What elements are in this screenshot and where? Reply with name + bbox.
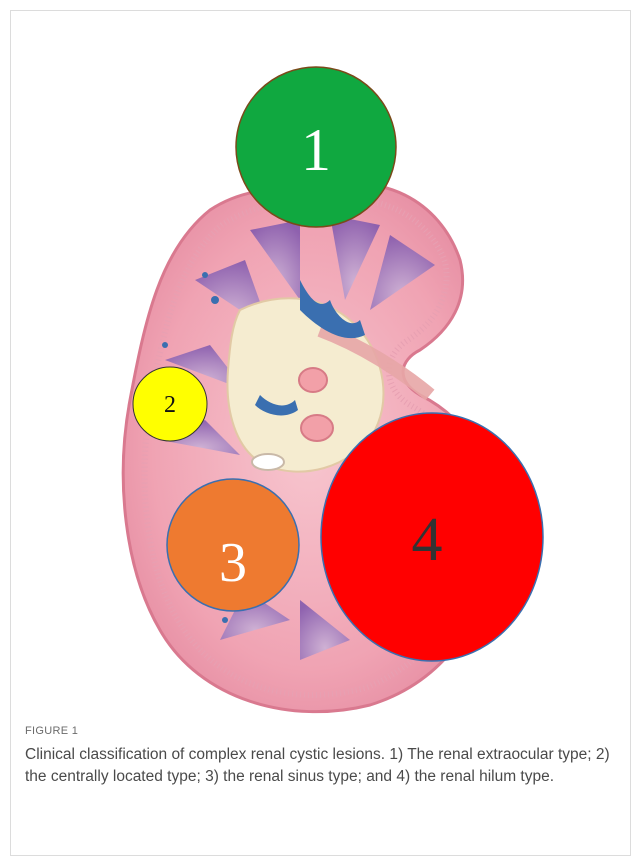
figure-caption: Clinical classification of complex renal… <box>25 744 610 788</box>
cyst-number-4: 4 <box>412 506 443 574</box>
cyst-marker-2: 2 <box>133 367 207 441</box>
cyst-number-1: 1 <box>301 117 331 183</box>
cyst-number-2: 2 <box>164 392 176 418</box>
figure-label: FIGURE 1 <box>25 725 78 737</box>
cyst-marker-4: 4 <box>321 413 543 661</box>
cyst-number-3: 3 <box>219 532 247 594</box>
cyst-marker-1: 1 <box>236 67 396 227</box>
kidney-illustration: 1 2 3 4 <box>0 0 641 720</box>
cyst-marker-3: 3 <box>167 479 299 611</box>
